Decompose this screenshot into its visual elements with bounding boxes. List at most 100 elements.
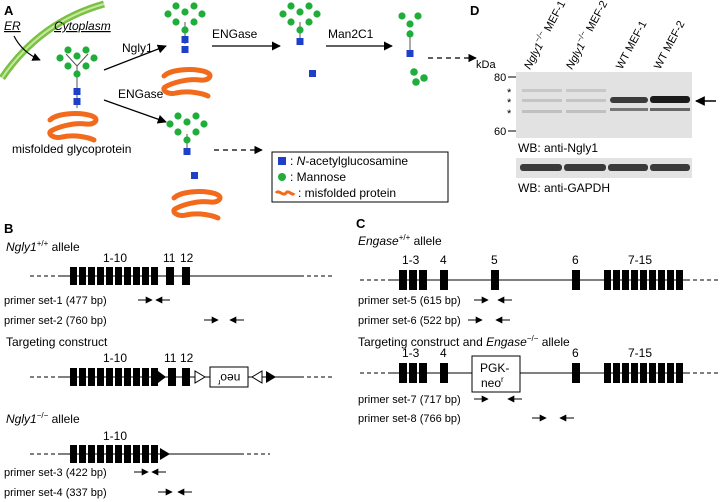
- panel-d: D kDa Ngly1−/− MEF-1 Ngly1−/− MEF-2 WT M…: [470, 0, 716, 195]
- asterisk-3: *: [507, 108, 512, 120]
- primer-set-3: primer set-3 (422 bp): [4, 467, 107, 479]
- exon-label-1-10: 1-10: [103, 251, 127, 265]
- loxp-site-icon: [266, 371, 276, 383]
- step-engase-bottom: ENGase: [118, 87, 164, 101]
- glcnac-icon: [278, 157, 286, 165]
- ngly1-wt-allele-title: Ngly1+/+ allele: [6, 239, 80, 254]
- blot1-label: WB: anti-Ngly1: [518, 141, 598, 155]
- step-engase-top: ENGase: [212, 27, 258, 41]
- export-arrow: [13, 35, 41, 61]
- blot-ngly1: [516, 72, 692, 138]
- exon-label-6: 6: [572, 253, 579, 267]
- pgk-label: PGK-: [480, 361, 509, 375]
- primer-set-1: primer set-1 (477 bp): [4, 295, 107, 307]
- panel-b-letter: B: [4, 221, 13, 236]
- frt-site-icon: [194, 370, 206, 384]
- lane-label-4: WT MEF-2: [652, 19, 687, 71]
- primer-set-5: primer set-5 (615 bp): [358, 295, 461, 307]
- mannose-icon: [56, 54, 64, 62]
- engase-lower-arrow: [103, 99, 167, 124]
- construct-exon-label-1-3: 1-3: [402, 346, 420, 360]
- exon-11: [166, 267, 174, 285]
- legend-mannose: : Mannose: [290, 170, 346, 184]
- construct-exon-label-1-10: 1-10: [103, 351, 127, 365]
- loxp-site-icon: [160, 448, 170, 460]
- er-membrane: [0, 0, 105, 80]
- exon-12: [182, 267, 190, 285]
- marker-80: 80: [494, 72, 506, 84]
- lane-label-3: WT MEF-1: [614, 19, 649, 71]
- exon-label-11: 11: [163, 251, 176, 265]
- er-label: ER: [4, 19, 21, 33]
- primer-set-8: primer set-8 (766 bp): [358, 413, 461, 425]
- engase-wt-allele-title: Engase+/+ allele: [358, 233, 442, 248]
- mannose-icon: [278, 173, 286, 181]
- exon-4: [440, 270, 448, 290]
- ngly1-ko-allele-title: Ngly1−/− allele: [6, 411, 80, 426]
- exon-6: [572, 270, 580, 290]
- ko-exon-label-1-10: 1-10: [103, 429, 127, 443]
- legend-protein: : misfolded protein: [298, 186, 396, 200]
- engase-lower-product: [166, 112, 220, 218]
- pgk-neo-cassette: [471, 355, 521, 393]
- blot2-label: WB: anti-GAPDH: [518, 181, 610, 195]
- primer-set-7: primer set-7 (717 bp): [358, 394, 461, 406]
- panel-c: C Engase+/+ allele 1-3 4 5 6 7-15 primer…: [356, 216, 718, 425]
- ngly1-band-wt2: [650, 96, 690, 103]
- lane-label-2: Ngly1−/− MEF-2: [561, 0, 610, 71]
- man2c1-product: [398, 12, 428, 86]
- engase-construct-title: Targeting construct and Engase−/− allele: [358, 334, 570, 349]
- panel-a-letter: A: [4, 3, 14, 18]
- panel-d-letter: D: [470, 3, 479, 18]
- ngly1-band-wt1: [610, 97, 648, 103]
- exons-1-10: [70, 267, 158, 285]
- asterisk-2: *: [507, 97, 512, 109]
- ngly1-wt-map: [30, 267, 334, 285]
- engase-construct-map: [360, 355, 718, 393]
- pgk-neo-label: neor: [481, 375, 504, 390]
- lane-label-1: Ngly1−/− MEF-1: [519, 0, 568, 71]
- substrate-label: misfolded glycoprotein: [12, 142, 131, 156]
- engase-wt-map: [360, 270, 718, 290]
- exon-label-4: 4: [440, 253, 447, 267]
- construct-exon-label-6: 6: [572, 346, 579, 360]
- step-man2c1: Man2C1: [328, 27, 374, 41]
- glcnac-icon: [73, 88, 81, 95]
- frt-site-icon: [251, 370, 263, 384]
- loxp-site-icon: [158, 371, 166, 383]
- kda-label: kDa: [476, 59, 496, 71]
- marker-60: 60: [494, 126, 506, 138]
- lane-labels: Ngly1−/− MEF-1 Ngly1−/− MEF-2 WT MEF-1 W…: [519, 0, 687, 71]
- neo-label: neor: [217, 371, 240, 387]
- legend: : N-acetylglucosamine : Mannose : misfol…: [271, 151, 449, 203]
- panel-b: B Ngly1+/+ allele 1-10 11 12 primer set-…: [4, 221, 334, 499]
- exon-label-7-15: 7-15: [628, 253, 652, 267]
- panel-a: A ER Cytoplasm misfolded glycoprotein: [0, 0, 477, 218]
- ngly1-arrow: [103, 44, 167, 71]
- ngly1-construct-map: neor: [30, 366, 334, 388]
- construct-exon-label-11: 11: [164, 351, 177, 365]
- engase-product: [279, 2, 321, 77]
- step-ngly1: Ngly1: [122, 41, 153, 55]
- primer-set-6: primer set-6 (522 bp): [358, 315, 461, 327]
- exon-label-5: 5: [491, 253, 498, 267]
- construct-exon-label-7-15: 7-15: [628, 346, 652, 360]
- neo-cassette: [209, 366, 249, 388]
- construct-exon-label-4: 4: [440, 346, 447, 360]
- asterisk-1: *: [507, 87, 512, 99]
- primer-set-4: primer set-4 (337 bp): [4, 487, 107, 499]
- primer-set-2: primer set-2 (760 bp): [4, 315, 107, 327]
- ngly1-construct-title: Targeting construct: [6, 335, 108, 349]
- blot-gapdh: [516, 158, 692, 178]
- exon-label-12: 12: [180, 251, 194, 265]
- misfolded-glycoprotein: [50, 46, 98, 140]
- panel-c-letter: C: [356, 216, 366, 231]
- cytoplasm-label: Cytoplasm: [54, 19, 111, 33]
- exon-label-1-3: 1-3: [402, 253, 420, 267]
- ngly1-product: [164, 2, 210, 96]
- construct-exon-label-12: 12: [180, 351, 194, 365]
- legend-glcnac: : N-acetylglucosamine: [290, 154, 408, 168]
- protein-icon: [274, 190, 296, 196]
- exon-5: [491, 270, 499, 290]
